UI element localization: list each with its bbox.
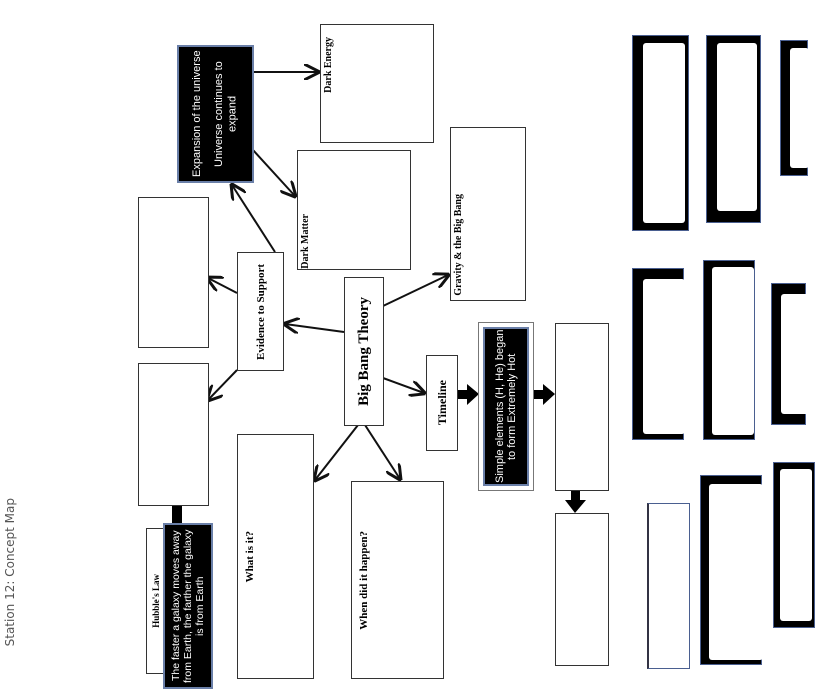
connector-hubble [172, 505, 182, 525]
timeline-label: Timeline [434, 380, 449, 426]
evidence-blank-box-2[interactable] [138, 363, 209, 506]
arrow-evidence-box1 [208, 278, 238, 294]
dark-matter-label: Dark Matter [300, 214, 311, 269]
hubble-text: The faster a galaxy moves away from Eart… [170, 529, 206, 683]
simple-elements-frame: Simple elements (H, He) began to form Ex… [478, 322, 534, 491]
artifact-box [706, 35, 761, 223]
simple-elements-box: Simple elements (H, He) began to form Ex… [483, 327, 529, 486]
artifact-box [773, 462, 815, 628]
dark-matter-box[interactable]: Dark Matter [297, 150, 411, 270]
gravity-box[interactable]: Gravity & the Big Bang [450, 127, 526, 301]
evidence-blank-box-1[interactable] [138, 197, 209, 348]
arrow-center-when [364, 424, 400, 479]
when-box[interactable]: When did it happen? [351, 481, 444, 679]
gravity-label: Gravity & the Big Bang [453, 194, 464, 296]
center-label: Big Bang Theory [355, 297, 372, 406]
artifact-box [632, 268, 685, 440]
artifact-box [632, 35, 689, 231]
simple-elements-text: Simple elements (H, He) began to form Ex… [494, 329, 518, 484]
arrow-expansion-dark-matter [252, 149, 295, 196]
arrow-center-what [315, 424, 359, 480]
evidence-box: Evidence to Support [237, 252, 284, 371]
dark-energy-box[interactable]: Dark Energy [320, 24, 434, 143]
dark-energy-label: Dark Energy [323, 37, 334, 93]
what-is-it-box[interactable]: What is it? [237, 434, 314, 679]
hubble-box: The faster a galaxy moves away from Eart… [163, 523, 213, 689]
artifact-box [771, 283, 811, 425]
arrow-center-gravity [382, 275, 448, 307]
timeline-blank-box-1[interactable] [555, 323, 609, 491]
arrow-elements-next [543, 384, 555, 405]
hubble-label: Hubble's Law [150, 574, 161, 628]
arrow-evidence-expansion [232, 185, 276, 253]
timeline-blank-box-2[interactable] [555, 513, 609, 666]
artifact-box [703, 260, 755, 440]
artifact-box [700, 475, 763, 665]
arrow-center-timeline [382, 377, 424, 393]
arrow-timeline-elements [467, 384, 479, 405]
timeline-box: Timeline [426, 355, 458, 451]
expansion-detail: Universe continues to expand [212, 61, 239, 167]
arrow-center-evidence [285, 324, 345, 332]
evidence-label: Evidence to Support [254, 263, 267, 360]
when-label: When did it happen? [358, 530, 370, 630]
center-node: Big Bang Theory [344, 277, 384, 426]
expansion-box: Expansion of the universe Universe contin… [177, 45, 254, 183]
artifact-box [647, 503, 690, 669]
what-is-it-label: What is it? [244, 530, 256, 583]
artifact-box [780, 40, 809, 176]
expansion-title: Expansion of the universe [190, 50, 203, 178]
arrow-evidence-box2 [208, 369, 238, 400]
arrow-next-down [565, 500, 586, 513]
